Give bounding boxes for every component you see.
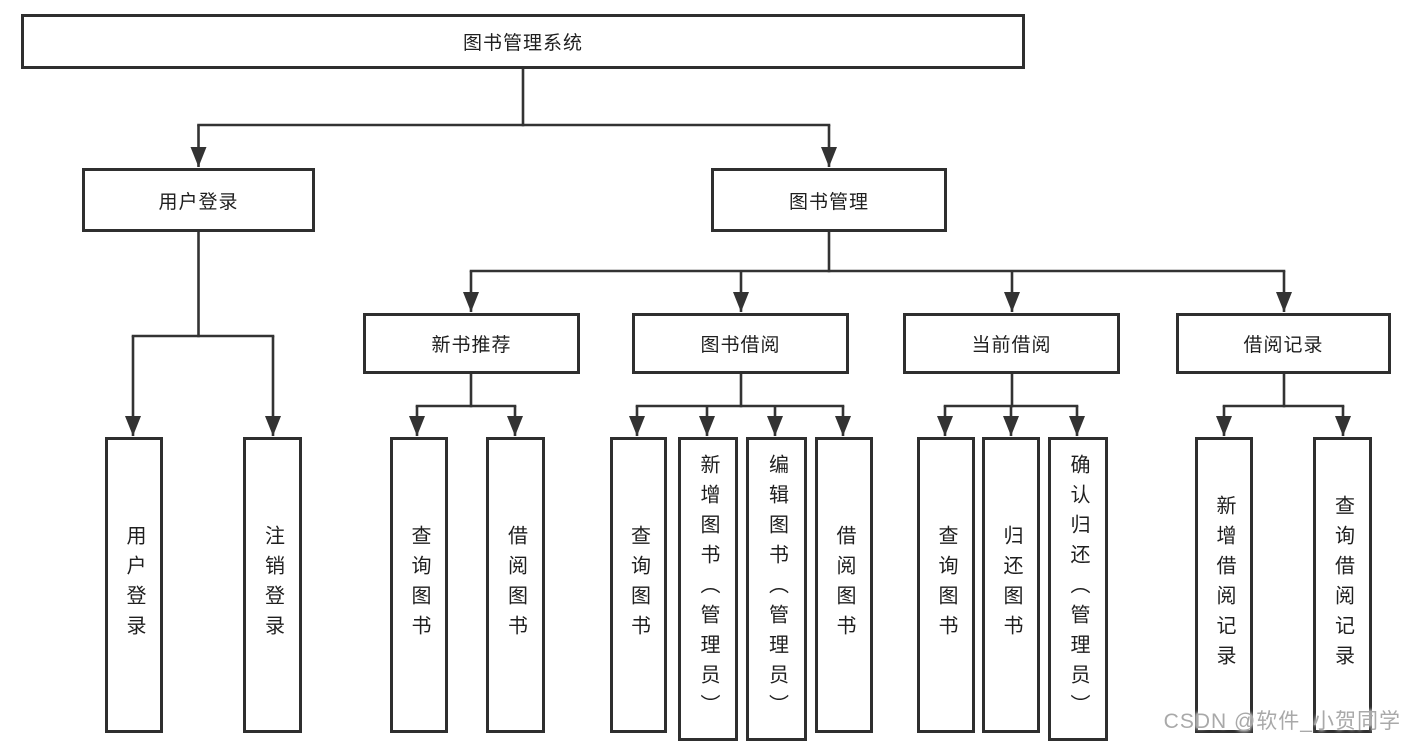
node-label: 归还图书 bbox=[1000, 525, 1022, 645]
leaf-borrow-books-recommend: 借阅图书 bbox=[486, 437, 545, 733]
node-label: 图书管理系统 bbox=[462, 33, 583, 54]
node-current-borrowing: 当前借阅 bbox=[903, 313, 1120, 374]
node-new-book-recommend: 新书推荐 bbox=[363, 313, 580, 374]
node-label: 用户登录 bbox=[123, 525, 145, 645]
leaf-query-books-borrowing: 查询图书 bbox=[610, 437, 667, 733]
node-label: 借阅记录 bbox=[1243, 335, 1324, 356]
node-label: 图书管理 bbox=[788, 191, 869, 213]
leaf-return-books: 归还图书 bbox=[982, 437, 1040, 733]
leaf-confirm-return-admin: 确认归还（管理员） bbox=[1048, 437, 1108, 741]
leaf-add-books-admin: 新增图书（管理员） bbox=[678, 437, 738, 741]
leaf-logout: 注销登录 bbox=[243, 437, 302, 733]
node-label: 查询图书 bbox=[627, 525, 650, 645]
csdn-watermark: CSDN @软件_小贺同学 bbox=[1163, 710, 1401, 733]
node-label: 查询图书 bbox=[408, 525, 430, 645]
node-label: 编辑图书（管理员） bbox=[765, 454, 788, 724]
node-label: 新书推荐 bbox=[431, 335, 512, 356]
node-label: 借阅图书 bbox=[504, 525, 527, 645]
node-label: 当前借阅 bbox=[971, 335, 1052, 356]
leaf-query-books-recommend: 查询图书 bbox=[390, 437, 448, 733]
node-label: 新增图书（管理员） bbox=[697, 454, 719, 724]
node-label: 注销登录 bbox=[261, 525, 284, 645]
node-label: 图书借阅 bbox=[700, 335, 781, 356]
node-label: 借阅图书 bbox=[833, 525, 855, 645]
leaf-user-login: 用户登录 bbox=[105, 437, 163, 733]
leaf-edit-books-admin: 编辑图书（管理员） bbox=[746, 437, 807, 741]
leaf-query-books-current: 查询图书 bbox=[917, 437, 975, 733]
leaf-query-borrow-record: 查询借阅记录 bbox=[1313, 437, 1372, 733]
node-label: 新增借阅记录 bbox=[1213, 495, 1235, 675]
leaf-borrow-books: 借阅图书 bbox=[815, 437, 873, 733]
leaf-add-borrow-record: 新增借阅记录 bbox=[1195, 437, 1253, 733]
node-library-management-system: 图书管理系统 bbox=[21, 14, 1025, 69]
node-book-management-module: 图书管理 bbox=[711, 168, 947, 232]
node-book-borrowing: 图书借阅 bbox=[632, 313, 849, 374]
node-label: 查询借阅记录 bbox=[1331, 495, 1354, 675]
node-label: 查询图书 bbox=[935, 525, 957, 645]
node-user-login-module: 用户登录 bbox=[82, 168, 315, 232]
node-label: 用户登录 bbox=[158, 191, 239, 213]
node-borrowing-records: 借阅记录 bbox=[1176, 313, 1391, 374]
node-label: 确认归还（管理员） bbox=[1067, 454, 1089, 724]
